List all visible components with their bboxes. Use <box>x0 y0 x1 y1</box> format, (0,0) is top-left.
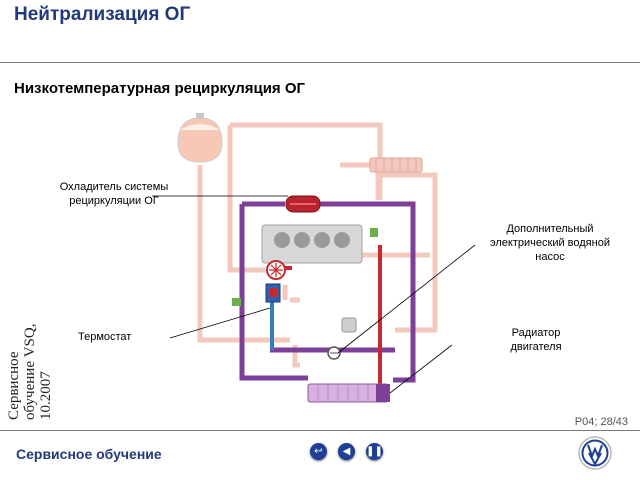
footer-label: Сервисное обучение <box>16 446 162 462</box>
footer-divider <box>0 430 640 431</box>
label-aux-pump: Дополнительный электрический водяной нас… <box>490 223 610 263</box>
side-note-line: 10.2007 <box>38 371 54 420</box>
coolant-sensor <box>370 228 378 237</box>
label-thermostat: Термостат <box>78 331 132 343</box>
pause-button[interactable]: ❚❚ <box>366 443 383 460</box>
page-number: P04; 28/43 <box>574 416 628 428</box>
egr-cooler <box>285 195 321 213</box>
leader-lines <box>152 195 476 394</box>
thermostat <box>265 283 281 303</box>
heater-core <box>369 157 423 173</box>
vw-logo <box>578 436 612 470</box>
previous-button[interactable]: ◀ <box>338 443 355 460</box>
control-valve <box>341 317 357 333</box>
play-back-icon: ◀ <box>342 446 351 457</box>
side-note-line: Сервисное <box>6 351 22 420</box>
auxiliary-water-pump <box>327 346 341 360</box>
engine-water-pump <box>266 260 286 280</box>
header-divider <box>0 62 640 63</box>
engine-block <box>261 224 363 264</box>
engine-radiator <box>307 383 390 403</box>
pause-icon: ❚❚ <box>366 446 383 457</box>
expansion-tank <box>177 113 223 163</box>
hot-coolant-line <box>285 245 382 385</box>
return-button[interactable]: ↩ <box>310 443 327 460</box>
temperature-sensor <box>232 298 241 306</box>
label-radiator: Радиатор двигателя <box>510 327 562 353</box>
page-title: Нейтрализация ОГ <box>14 4 191 25</box>
side-note-line: обучение VSQ, <box>22 323 38 420</box>
side-note: Сервисное обучение VSQ, 10.2007 <box>6 324 54 420</box>
return-icon: ↩ <box>314 446 323 457</box>
label-egr-cooler: Охладитель системы рециркуляции ОГ <box>59 181 169 207</box>
page-subtitle: Низкотемпературная рециркуляция ОГ <box>14 80 306 97</box>
